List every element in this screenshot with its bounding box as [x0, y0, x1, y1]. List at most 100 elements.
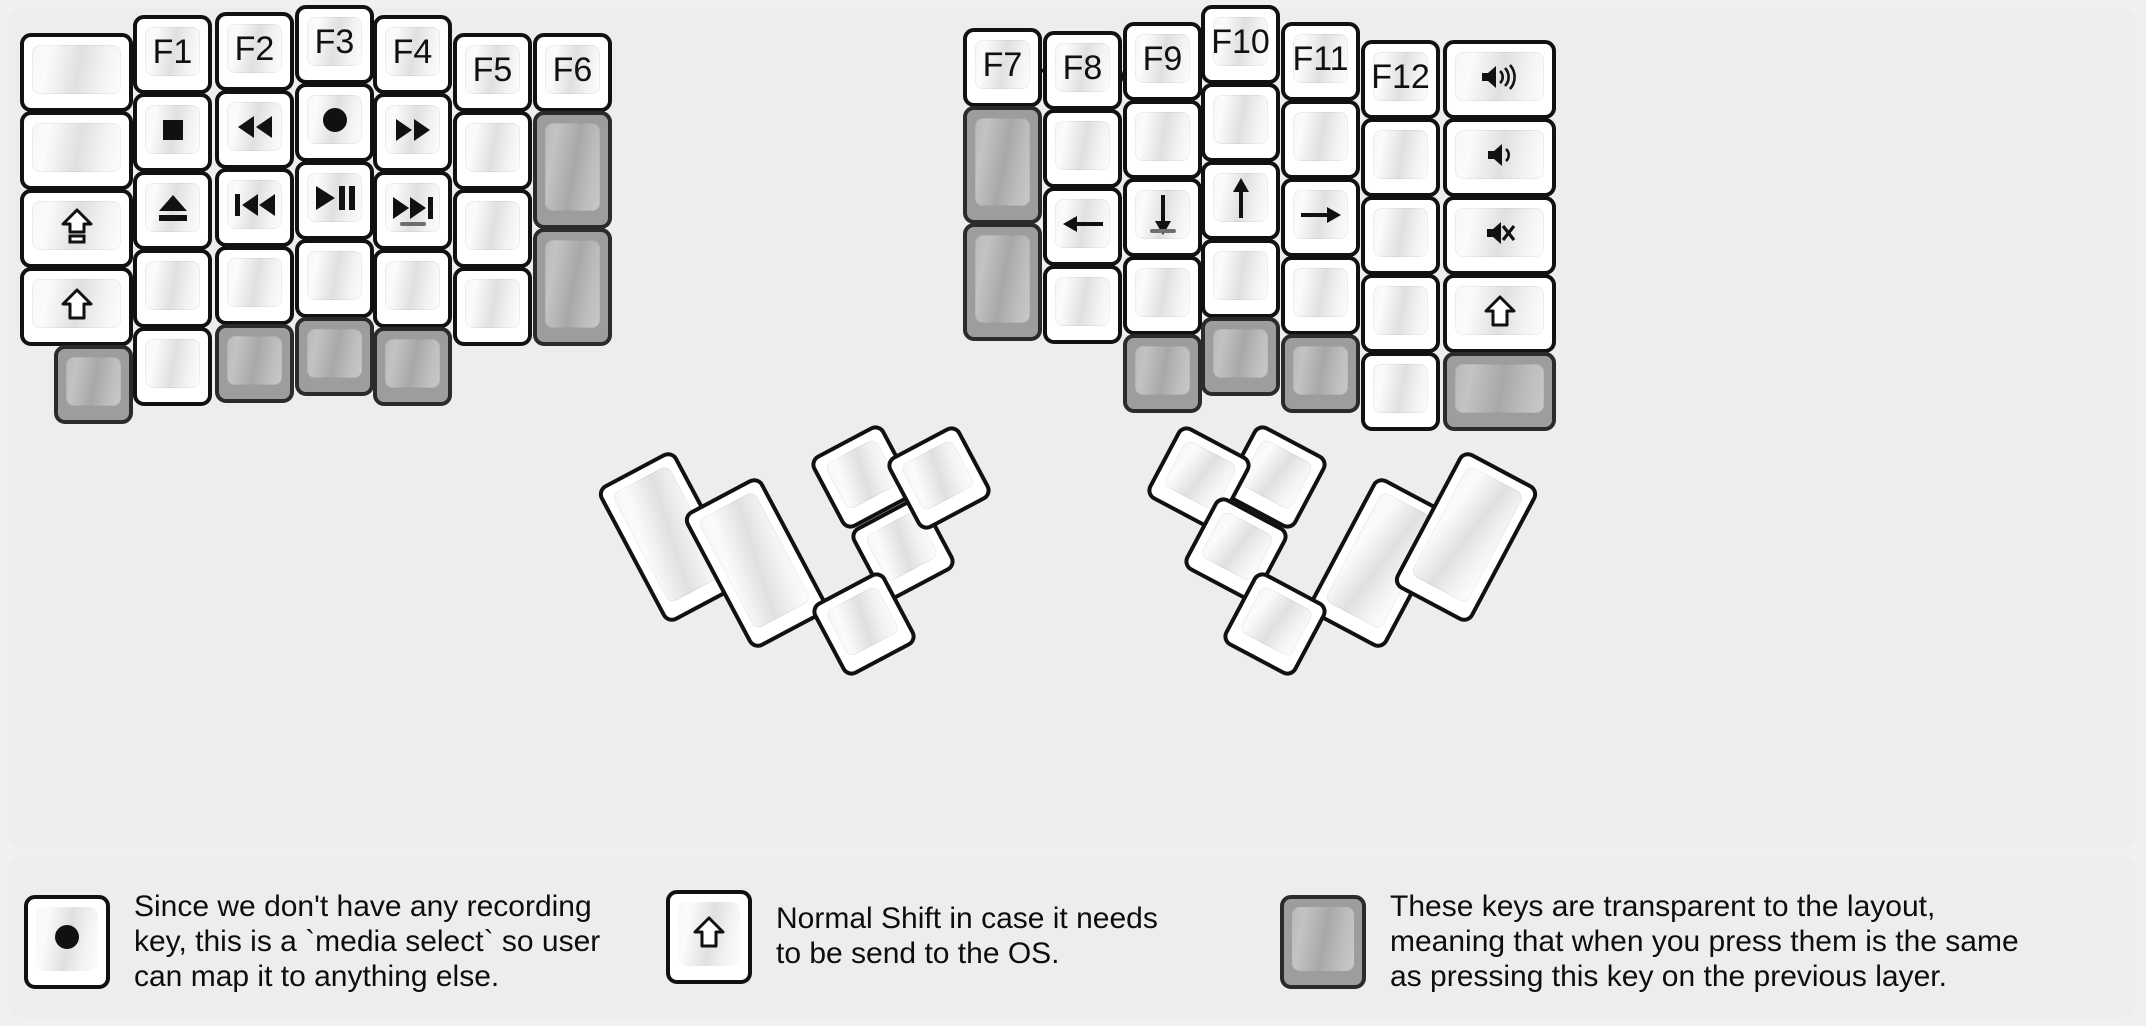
- keycap-face: [32, 201, 121, 250]
- key-blank[interactable]: [453, 189, 532, 268]
- keycap-face: F11: [1292, 34, 1349, 83]
- key-transparent[interactable]: [533, 228, 612, 346]
- keycap-face: F7: [975, 40, 1030, 89]
- key-blank[interactable]: [1201, 239, 1280, 318]
- media-rewind-icon: [227, 102, 282, 151]
- key-transparent[interactable]: [1281, 334, 1360, 413]
- key-blank[interactable]: [1281, 100, 1360, 179]
- key-f4[interactable]: F4: [373, 15, 452, 94]
- legend-item: These keys are transparent to the layout…: [1280, 890, 2146, 994]
- key-media-prev-track[interactable]: [215, 168, 294, 247]
- key-arrow-down[interactable]: [1123, 178, 1202, 257]
- key-blank[interactable]: [133, 249, 212, 328]
- key-transparent[interactable]: [54, 345, 133, 424]
- keycap-face: [227, 180, 282, 229]
- key-blank[interactable]: [133, 327, 212, 406]
- key-transparent[interactable]: [963, 223, 1042, 341]
- keycap-face: F10: [1211, 17, 1270, 66]
- key-shift-arrow[interactable]: [20, 267, 133, 346]
- key-caps-lock[interactable]: [20, 189, 133, 268]
- key-arrow-left[interactable]: [1043, 187, 1122, 266]
- key-volume-mute[interactable]: [1443, 196, 1556, 275]
- key-blank[interactable]: [373, 249, 452, 328]
- key-transparent[interactable]: [533, 111, 612, 229]
- legend-item: Normal Shift in case it needs to be send…: [666, 890, 1196, 984]
- keycap-face: [823, 437, 900, 511]
- key-media-stop[interactable]: [133, 93, 212, 172]
- key-f8[interactable]: F8: [1043, 31, 1122, 110]
- key-transparent[interactable]: [215, 324, 294, 403]
- keycap-face: [385, 105, 440, 154]
- keycap-face: [1292, 907, 1354, 972]
- key-blank[interactable]: [1361, 196, 1440, 275]
- key-f3[interactable]: F3: [295, 5, 374, 84]
- key-f9[interactable]: F9: [1123, 22, 1202, 101]
- key-blank[interactable]: [453, 111, 532, 190]
- keycap-face: F4: [385, 27, 440, 76]
- keycap-face: F3: [307, 17, 362, 66]
- keycap-face: [824, 584, 901, 658]
- arrow-right-icon: [1293, 190, 1348, 239]
- key-blank[interactable]: [215, 246, 294, 325]
- key-blank[interactable]: [1281, 256, 1360, 335]
- key-shift-arrow[interactable]: [1443, 274, 1556, 353]
- keycap-face: [145, 183, 200, 232]
- key-blank[interactable]: [1123, 256, 1202, 335]
- key-blank[interactable]: [20, 33, 133, 112]
- key-arrow-right[interactable]: [1281, 178, 1360, 257]
- key-volume-up[interactable]: [1443, 40, 1556, 119]
- key-f5[interactable]: F5: [453, 33, 532, 112]
- key-media-rewind[interactable]: [215, 90, 294, 169]
- key-media-fast-forward[interactable]: [373, 93, 452, 172]
- key-label: [385, 261, 440, 310]
- keycap-face: [1293, 112, 1348, 161]
- key-f7[interactable]: F7: [963, 28, 1042, 107]
- key-blank[interactable]: [1201, 83, 1280, 162]
- key-label: F9: [1142, 39, 1183, 78]
- key-label: [545, 240, 600, 328]
- key-blank[interactable]: [295, 239, 374, 318]
- keycap-face: [1055, 277, 1110, 326]
- key-blank[interactable]: [1361, 118, 1440, 197]
- keycap-face: [465, 123, 520, 172]
- key-transparent[interactable]: [963, 106, 1042, 224]
- key-f11[interactable]: F11: [1281, 22, 1360, 101]
- key-blank[interactable]: [1361, 352, 1440, 431]
- keycap-face: [1135, 268, 1190, 317]
- key-transparent[interactable]: [1123, 334, 1202, 413]
- keycap-face: [307, 95, 362, 144]
- key-blank[interactable]: [1043, 265, 1122, 344]
- legend-description: Since we don't have any recording key, t…: [134, 890, 601, 993]
- key-f6[interactable]: F6: [533, 33, 612, 112]
- key-label: [145, 339, 200, 388]
- key-blank[interactable]: [1361, 274, 1440, 353]
- key-f12[interactable]: F12: [1361, 40, 1440, 119]
- key-transparent[interactable]: [1443, 352, 1556, 431]
- key-arrow-up[interactable]: [1201, 161, 1280, 240]
- key-volume-down[interactable]: [1443, 118, 1556, 197]
- key-label: [1135, 112, 1190, 161]
- key-transparent[interactable]: [295, 317, 374, 396]
- key-blank[interactable]: [20, 111, 133, 190]
- key-blank[interactable]: [453, 267, 532, 346]
- key-label: [975, 235, 1030, 323]
- key-label: [1055, 121, 1110, 170]
- key-f2[interactable]: F2: [215, 12, 294, 91]
- key-transparent[interactable]: [373, 327, 452, 406]
- key-media-eject[interactable]: [133, 171, 212, 250]
- key-label: [900, 439, 976, 512]
- media-record-icon: [307, 95, 362, 144]
- key-media-record[interactable]: [295, 83, 374, 162]
- key-f10[interactable]: F10: [1201, 5, 1280, 84]
- arrow-down-icon: [1135, 190, 1190, 239]
- keycap-face: [1373, 364, 1428, 413]
- key-media-play-pause[interactable]: [295, 161, 374, 240]
- key-media-next-track[interactable]: [373, 171, 452, 250]
- key-blank[interactable]: [1123, 100, 1202, 179]
- key-blank[interactable]: [1043, 109, 1122, 188]
- keycap-face: [307, 329, 362, 378]
- key-f1[interactable]: F1: [133, 15, 212, 94]
- key-label: [66, 357, 121, 406]
- key-transparent[interactable]: [1201, 317, 1280, 396]
